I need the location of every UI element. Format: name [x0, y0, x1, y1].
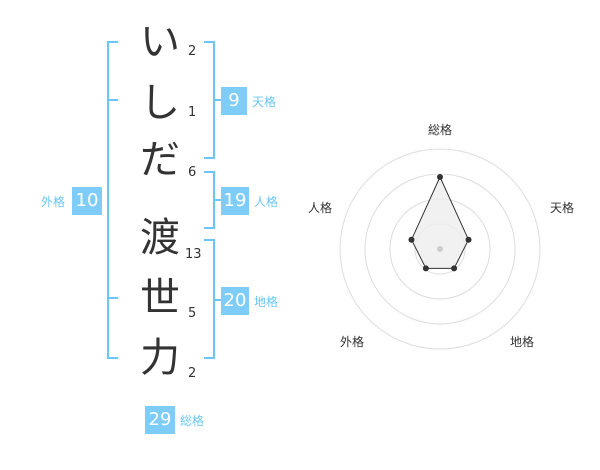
radar-point-4: [422, 265, 429, 272]
radar-point-2: [465, 236, 472, 243]
jinkaku-label: 人格: [254, 195, 279, 209]
name-char-5: 世: [140, 275, 180, 321]
radar-point-3: [451, 265, 458, 272]
jinkaku-badge: 19: [221, 187, 249, 215]
tenkaku-bracket: [204, 41, 222, 159]
stroke-count-6: 2: [188, 366, 197, 381]
soukaku-label: 総格: [180, 414, 205, 428]
radar-polygon: [410, 175, 470, 269]
radar-point-5: [408, 236, 415, 243]
name-char-6: 力: [140, 335, 180, 381]
radar-label-chikaku: 地格: [510, 335, 535, 349]
stroke-count-5: 5: [188, 306, 197, 321]
gaikaku-label: 外格: [41, 195, 66, 209]
stroke-count-3: 6: [188, 165, 197, 180]
chikaku-label: 地格: [254, 295, 279, 309]
gaikaku-badge: 10: [72, 187, 102, 215]
radar-label-jinkaku: 人格: [308, 201, 333, 215]
name-char-3: だ: [140, 137, 180, 183]
name-char-1: い: [140, 19, 180, 65]
name-char-2: し: [140, 80, 180, 126]
radar-point-1: [437, 174, 443, 180]
stroke-count-2: 1: [188, 105, 197, 120]
soukaku-badge: 29: [145, 406, 175, 434]
name-char-4: 渡: [140, 215, 180, 261]
stroke-count-4: 13: [185, 247, 202, 262]
tenkaku-badge: 9: [221, 87, 247, 115]
radar-center-dot: [437, 246, 443, 252]
tenkaku-label: 天格: [252, 95, 277, 109]
radar-ring-4: [339, 148, 541, 350]
chikaku-badge: 20: [221, 287, 249, 315]
stroke-count-1: 2: [188, 44, 197, 59]
gaikaku-bracket: [107, 41, 118, 359]
radar-label-soukaku: 総格: [428, 123, 453, 137]
radar-label-tenkaku: 天格: [550, 201, 575, 215]
radar-label-gaikaku: 外格: [340, 335, 365, 349]
radar-chart: [339, 148, 541, 350]
chikaku-bracket: [204, 239, 222, 359]
jinkaku-bracket: [204, 171, 222, 229]
